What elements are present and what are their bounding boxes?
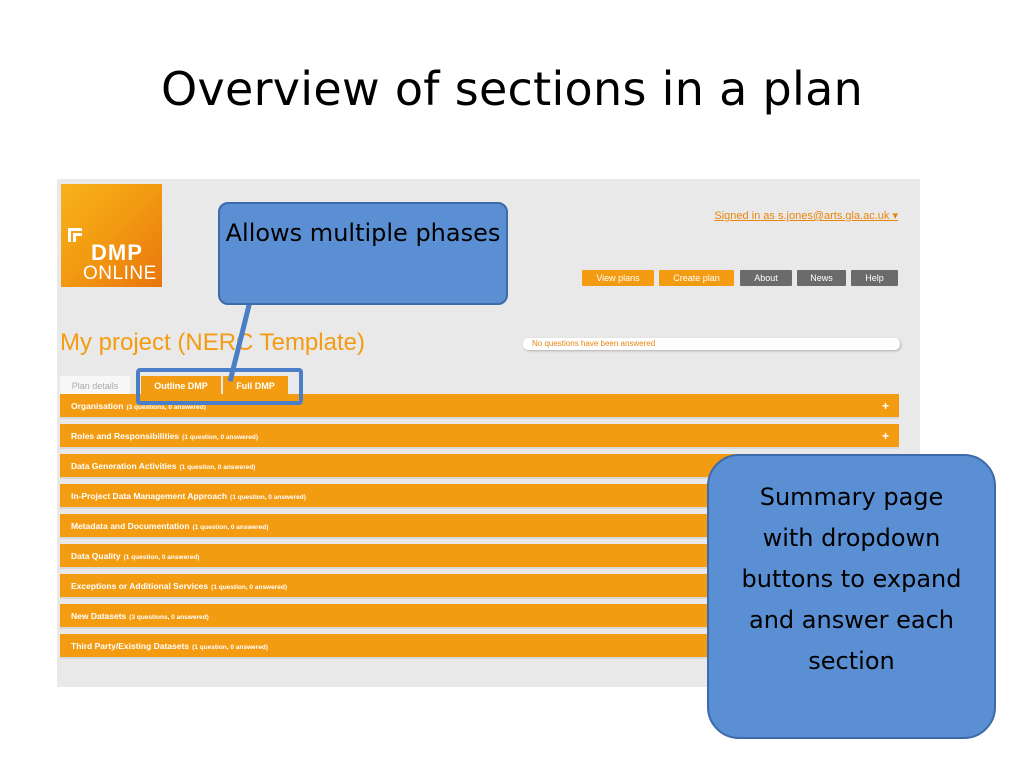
section-meta: (3 questions, 0 answered) [129, 614, 209, 621]
logo-mark-icon [68, 228, 90, 250]
tab-plan-details[interactable]: Plan details [60, 376, 130, 395]
nav-about-button[interactable]: About [740, 270, 792, 286]
section-meta: (1 question, 0 answered) [192, 524, 269, 531]
nav-view-plans-button[interactable]: View plans [582, 270, 654, 286]
signed-in-menu[interactable]: Signed in as s.jones@arts.gla.ac.uk ▾ [714, 210, 898, 222]
section-meta: (3 questions, 0 answered) [126, 404, 206, 411]
section-meta: (1 question, 0 answered) [192, 644, 268, 651]
nav-create-plan-button[interactable]: Create plan [659, 270, 734, 286]
section-row[interactable]: Organisation(3 questions, 0 answered) + [60, 394, 899, 419]
expand-plus-icon[interactable]: + [881, 399, 889, 413]
logo-text-dmp: DMP [91, 240, 143, 265]
section-name: Roles and Responsibilities [71, 431, 180, 441]
section-name: Organisation [71, 401, 124, 411]
section-name: Third Party/Existing Datasets [71, 641, 190, 651]
section-name: Data Generation Activities [71, 461, 177, 471]
phase-tabs-highlight [136, 368, 303, 405]
dmp-online-logo[interactable]: DMP ONLINE [61, 184, 162, 287]
nav-help-button[interactable]: Help [851, 270, 898, 286]
callout-summary-page: Summary page with dropdown buttons to ex… [707, 454, 996, 739]
slide-title: Overview of sections in a plan [160, 62, 864, 116]
logo-text-online: ONLINE [83, 263, 157, 284]
section-name: Exceptions or Additional Services [71, 581, 209, 591]
tab-outline-dmp[interactable]: Outline DMP [141, 376, 221, 395]
section-meta: (1 question, 0 answered) [179, 464, 256, 471]
section-name: Data Quality [71, 551, 121, 561]
expand-plus-icon[interactable]: + [881, 429, 889, 443]
section-name: In-Project Data Management Approach [71, 491, 228, 501]
nav-news-button[interactable]: News [797, 270, 846, 286]
section-name: Metadata and Documentation [71, 521, 190, 531]
answer-status-bar: No questions have been answered [523, 338, 900, 350]
project-title: My project (NERC Template) [60, 329, 365, 356]
callout-multiple-phases: Allows multiple phases [218, 202, 508, 305]
section-meta: (1 question, 0 answered) [211, 584, 288, 591]
tab-full-dmp[interactable]: Full DMP [223, 376, 288, 395]
section-meta: (1 question, 0 answered) [123, 554, 200, 561]
section-name: New Datasets [71, 611, 127, 621]
section-meta: (1 question, 0 answered) [230, 494, 306, 501]
section-meta: (1 question, 0 answered) [182, 434, 259, 441]
section-row[interactable]: Roles and Responsibilities(1 question, 0… [60, 424, 899, 449]
